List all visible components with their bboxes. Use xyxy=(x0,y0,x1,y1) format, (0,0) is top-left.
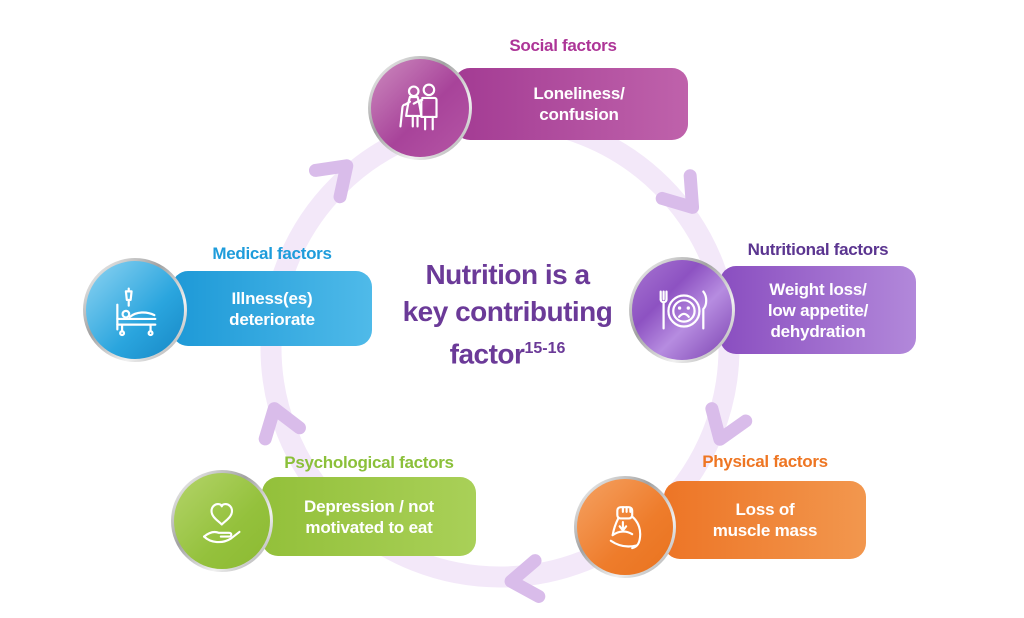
bicep-down-arrow-icon xyxy=(609,506,642,550)
factor-social-circle xyxy=(368,56,472,160)
factor-social-heading: Social factors xyxy=(509,36,617,55)
factor-medical-box: Illness(es) deteriorate xyxy=(172,271,372,346)
factor-medical-heading: Medical factors xyxy=(212,244,332,263)
factor-medical-circle xyxy=(83,258,187,362)
title-line: Nutrition is a xyxy=(425,259,590,290)
cycle-arrow-icon xyxy=(504,554,546,603)
diagram-title: Nutrition is a key contributing factor15… xyxy=(375,256,640,372)
factor-physical-heading: Physical factors xyxy=(702,452,828,471)
factor-psychological-heading: Psychological factors xyxy=(284,453,454,472)
cycle-arrow-icon xyxy=(258,402,306,446)
heart-in-hand-icon xyxy=(203,503,241,544)
factor-psychological-circle xyxy=(171,470,273,572)
factor-physical-box: Loss of muscle mass xyxy=(664,481,866,559)
factor-nutritional-heading: Nutritional factors xyxy=(747,240,889,259)
factor-nutritional-box: Weight loss/ low appetite/ dehydration xyxy=(720,266,916,354)
sad-plate-cutlery-icon xyxy=(659,290,708,330)
factor-nutritional-circle xyxy=(629,257,735,363)
title-line: key contributing xyxy=(402,296,613,327)
hospital-bed-icon xyxy=(115,287,157,336)
cycle-arrow-icon xyxy=(655,169,700,214)
cycle-arrow-icon xyxy=(308,159,354,204)
factor-psychological-box: Depression / not motivated to eat xyxy=(262,477,476,556)
cycle-arrow-icon xyxy=(705,402,753,446)
title-line: factor15-16 xyxy=(449,338,566,370)
title-reference: 15-16 xyxy=(524,340,566,357)
factor-social-box: Loneliness/ confusion xyxy=(454,68,688,140)
factor-physical-circle xyxy=(574,476,676,578)
elderly-couple-icon xyxy=(398,83,438,130)
